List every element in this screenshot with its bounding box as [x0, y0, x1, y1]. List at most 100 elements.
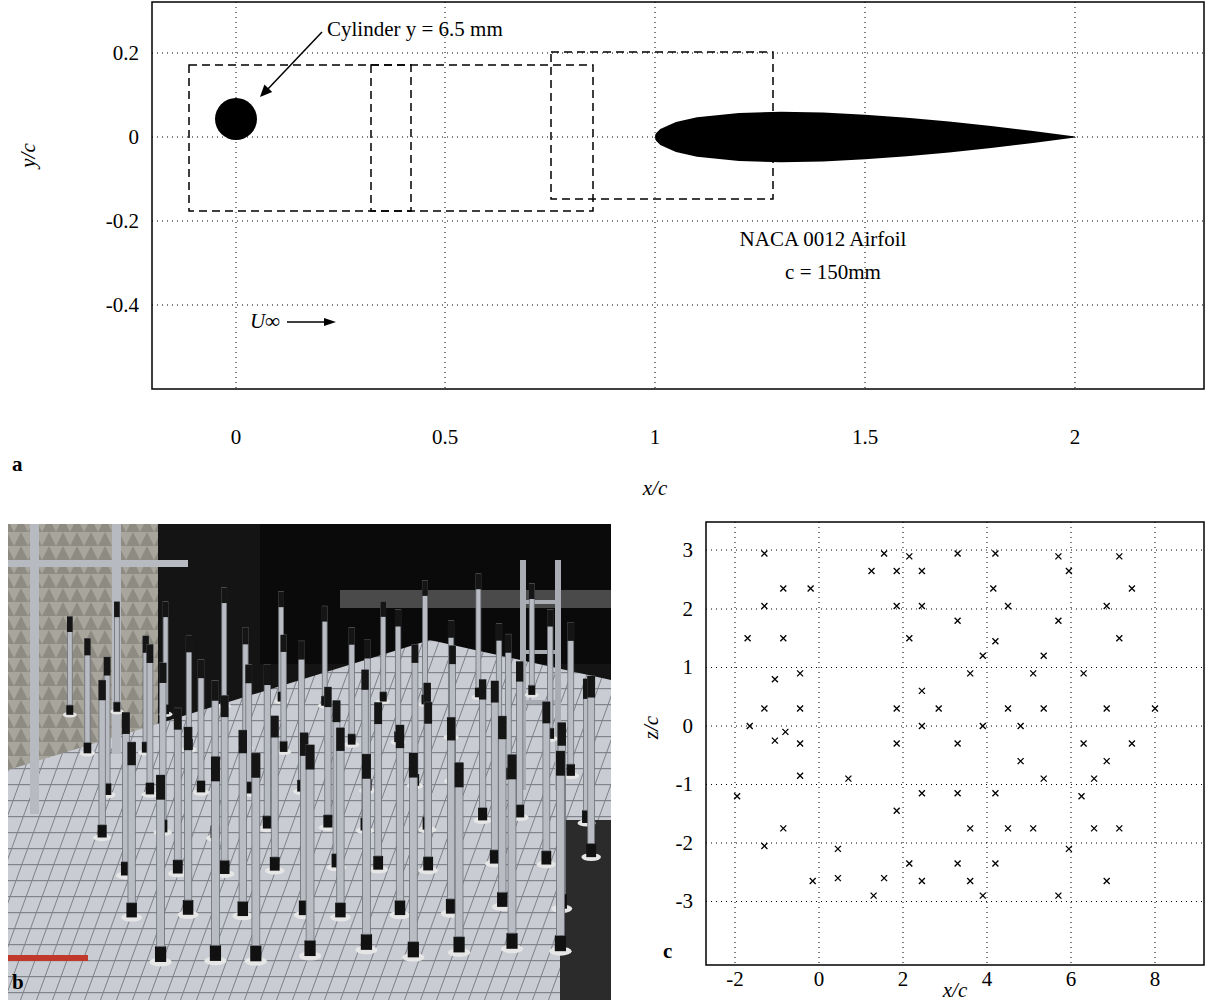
microphone: [114, 602, 120, 617]
pole: [271, 716, 278, 857]
tick-label: 1: [650, 427, 661, 448]
pole-foot: [210, 945, 221, 961]
microphone-marker: [797, 670, 803, 676]
pole: [67, 617, 72, 705]
microphone-marker: [1104, 705, 1110, 711]
axis-label: z/c: [641, 715, 662, 738]
microphone: [496, 624, 502, 641]
pole-foot: [373, 856, 383, 870]
pole: [375, 702, 382, 855]
microphone-marker: [835, 846, 841, 852]
microphone-marker: [1104, 878, 1110, 884]
microphone: [547, 610, 553, 627]
microphone: [221, 588, 227, 603]
pole-foot: [250, 946, 261, 962]
microphone-marker: [955, 550, 961, 556]
pole: [212, 757, 220, 946]
microphone: [242, 627, 248, 644]
microphone-marker: [980, 723, 986, 729]
tick-label: -0.2: [106, 211, 139, 232]
pole-foot: [84, 743, 92, 754]
pole: [264, 665, 270, 816]
pole: [588, 676, 595, 843]
microphone-marker: [1081, 670, 1087, 676]
microphone-marker: [1104, 758, 1110, 764]
microphone-marker: [1018, 723, 1024, 729]
pole: [157, 775, 165, 946]
pole: [543, 702, 550, 851]
pole-foot: [348, 734, 356, 745]
pole: [184, 727, 191, 900]
tick-label: 1: [683, 657, 694, 678]
microphone: [322, 606, 328, 621]
microphone-marker: [1129, 586, 1135, 592]
microphone-marker: [1116, 553, 1122, 559]
microphone: [186, 635, 192, 652]
microphone-marker: [894, 603, 900, 609]
microphone: [198, 660, 205, 678]
microphone-marker: [1005, 825, 1011, 831]
pole: [252, 753, 260, 945]
pole-foot: [98, 825, 107, 838]
panel-a-plot: [152, 2, 1204, 389]
tick-label: -3: [676, 891, 694, 912]
microphone-marker: [761, 603, 767, 609]
pole-foot: [586, 843, 596, 857]
microphone-marker: [919, 878, 925, 884]
pole-foot: [506, 933, 517, 949]
pole-foot: [173, 860, 183, 874]
microphone: [84, 638, 90, 655]
tick-label: 0: [129, 127, 140, 148]
pole-foot: [66, 705, 73, 715]
pole: [221, 696, 228, 861]
microphone: [455, 763, 464, 788]
pole: [557, 751, 565, 935]
microphone: [498, 716, 506, 739]
microphone: [174, 708, 182, 730]
microphone: [409, 753, 418, 778]
microphone: [491, 681, 499, 703]
microphone: [336, 728, 344, 751]
microphone-marker: [835, 875, 841, 881]
pole-foot: [146, 783, 154, 795]
microphone-marker: [797, 705, 803, 711]
microphone: [127, 742, 135, 765]
microphone-marker: [1116, 635, 1122, 641]
axis-label: y/c: [17, 143, 38, 167]
microphone: [324, 687, 331, 707]
pole-foot: [423, 857, 433, 871]
pole: [99, 680, 105, 825]
microphone-marker: [797, 773, 803, 779]
microphone-marker: [797, 741, 803, 747]
microphone-marker: [980, 653, 986, 659]
microphone-marker: [992, 790, 998, 796]
microphone-marker: [992, 638, 998, 644]
microphone-marker: [1030, 670, 1036, 676]
pole: [337, 728, 344, 903]
microphone: [349, 628, 355, 645]
microphone: [424, 702, 432, 724]
microphone-marker: [894, 705, 900, 711]
microphone: [251, 753, 260, 778]
microphone: [587, 676, 595, 698]
microphone: [542, 702, 550, 724]
microphone-marker: [906, 553, 912, 559]
microphone-marker: [761, 550, 767, 556]
microphone-marker: [1066, 568, 1072, 574]
pole-foot: [361, 934, 372, 950]
pole-foot: [541, 851, 551, 865]
microphone: [211, 757, 220, 782]
tick-label: 3: [683, 540, 694, 561]
microphone-marker: [1055, 618, 1061, 624]
pole: [516, 662, 522, 805]
pole: [85, 638, 90, 742]
pole-foot: [304, 940, 315, 956]
microphone-marker: [1066, 846, 1072, 852]
microphone: [156, 775, 165, 800]
microphone: [364, 640, 371, 658]
pole-foot: [197, 781, 205, 793]
pole: [499, 716, 506, 892]
tick-label: 0: [231, 427, 242, 448]
microphone-marker: [955, 618, 961, 624]
